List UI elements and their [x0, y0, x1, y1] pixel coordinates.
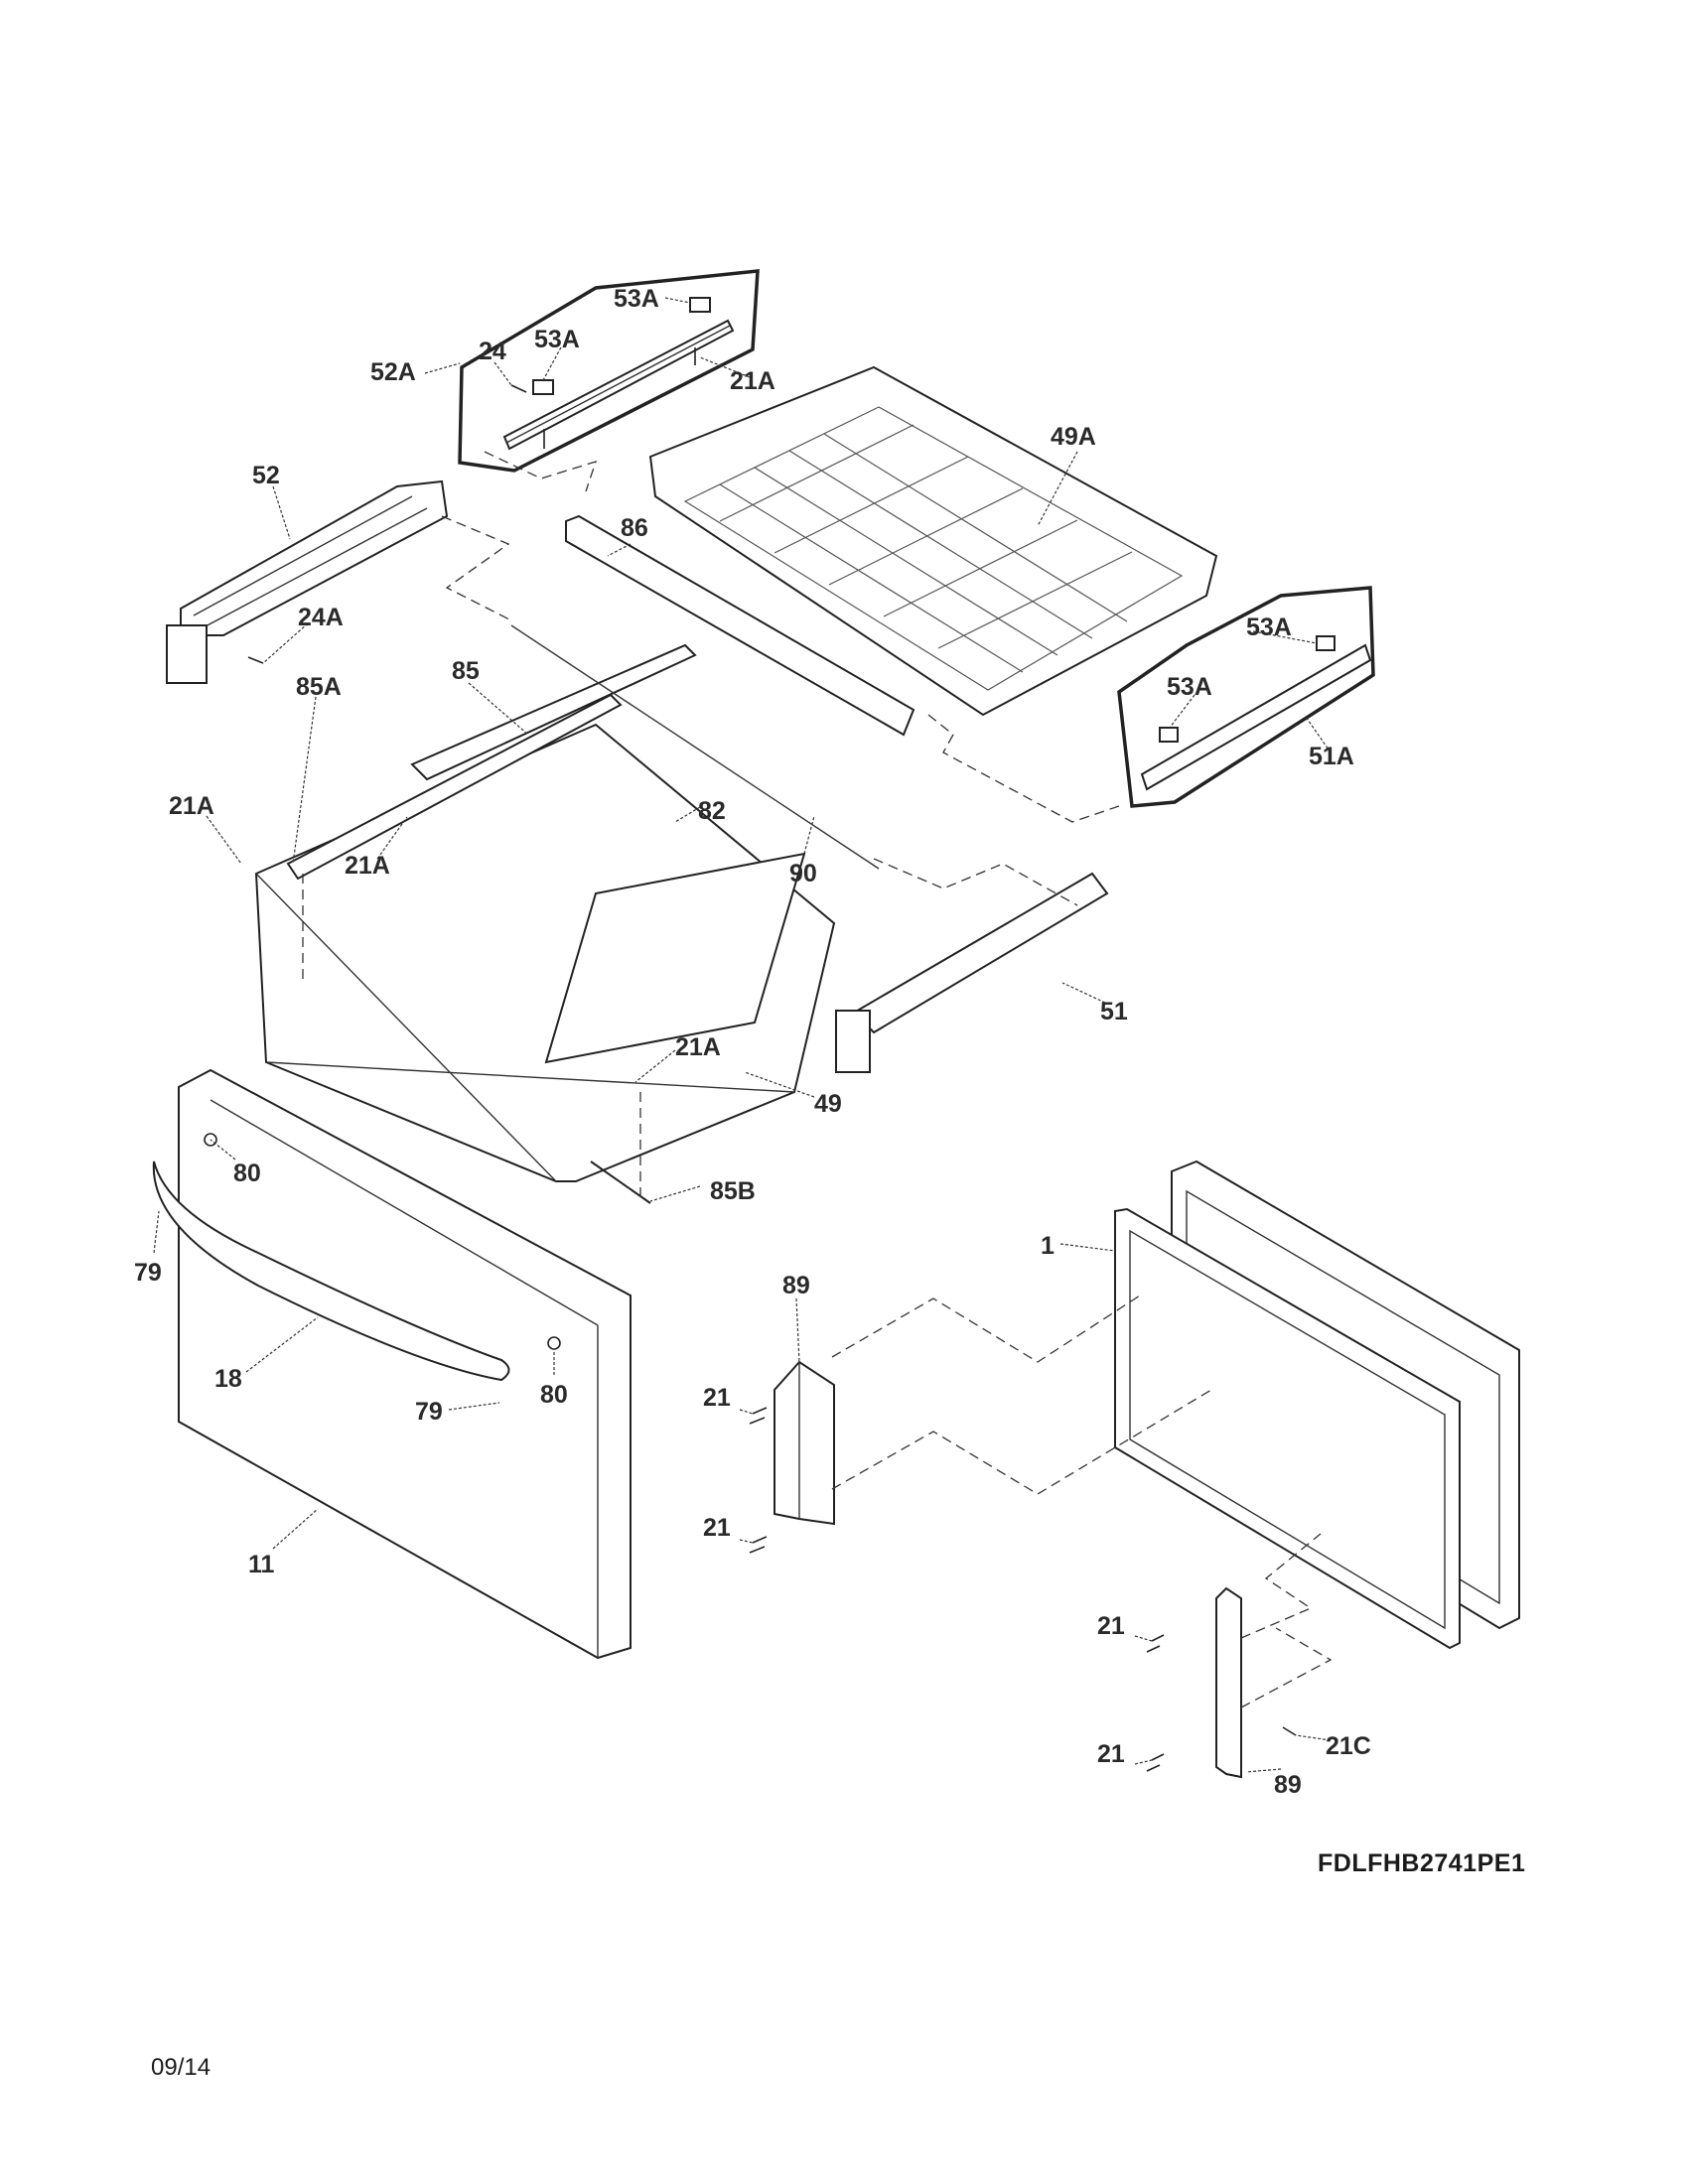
callout-52a: 52A	[370, 358, 416, 386]
callout-79: 79	[415, 1398, 443, 1426]
callout-24a: 24A	[298, 604, 344, 631]
part-bar-85[interactable]	[410, 643, 697, 781]
callout-1: 1	[1041, 1232, 1055, 1260]
screw-24a[interactable]	[247, 656, 264, 664]
callout-49: 49	[814, 1090, 842, 1118]
callout-53a: 53A	[614, 285, 659, 313]
part-rail-85b[interactable]	[590, 1160, 651, 1204]
callout-80: 80	[540, 1381, 568, 1409]
model-number: FDLFHB2741PE1	[1318, 1849, 1525, 1877]
part-rail-86[interactable]	[565, 514, 915, 737]
callout-labels: 53A 53A 24 52A 21A 52 49A 86 24A 53A 53A…	[134, 285, 1371, 1799]
part-gasket-1[interactable]	[1114, 1207, 1461, 1650]
part-group-52a-rail-kit	[458, 269, 760, 473]
callout-18: 18	[214, 1365, 242, 1393]
screw-21c[interactable]	[1282, 1726, 1297, 1736]
callout-box-51a	[1117, 586, 1375, 808]
callout-21: 21	[1097, 1612, 1125, 1640]
rail-51a[interactable]	[1140, 643, 1372, 791]
callout-52: 52	[252, 462, 280, 489]
callout-89: 89	[782, 1272, 810, 1299]
callout-21c: 21C	[1326, 1732, 1371, 1760]
callout-53a: 53A	[1246, 614, 1292, 641]
revision-date: 09/14	[151, 2054, 211, 2081]
callout-51: 51	[1100, 998, 1128, 1025]
callout-53a: 53A	[534, 326, 580, 353]
part-group-51a-rail-kit	[1117, 586, 1375, 808]
assembly-lines	[302, 451, 1333, 1708]
callout-51a: 51A	[1309, 743, 1354, 770]
callout-21a: 21A	[345, 852, 390, 880]
callout-21: 21	[1097, 1740, 1125, 1768]
callout-11: 11	[248, 1551, 275, 1578]
part-freezer-bin-49[interactable]	[254, 624, 880, 1204]
callout-53a: 53A	[1167, 673, 1212, 701]
part-rail-52[interactable]	[166, 479, 449, 684]
part-rod-90[interactable]	[510, 624, 880, 870]
callout-82: 82	[698, 797, 726, 825]
callout-21a: 21A	[169, 792, 214, 820]
leader-lines	[153, 297, 1332, 1773]
callout-21a: 21A	[675, 1033, 721, 1061]
callout-21: 21	[703, 1384, 731, 1412]
callout-79: 79	[134, 1259, 162, 1287]
stop-53a-top[interactable]	[689, 297, 711, 313]
stop-53a-left[interactable]	[532, 379, 554, 395]
callout-21: 21	[703, 1514, 731, 1542]
callout-80: 80	[233, 1160, 261, 1187]
callout-85: 85	[452, 657, 480, 685]
callout-21a: 21A	[730, 367, 775, 395]
part-wire-basket-49a[interactable]	[648, 365, 1218, 717]
part-bar-85a[interactable]	[286, 693, 623, 881]
part-handle-18[interactable]	[152, 1160, 510, 1382]
part-rail-51[interactable]	[835, 872, 1109, 1073]
part-bracket-89-right[interactable]	[1146, 1586, 1297, 1779]
callout-49a: 49A	[1051, 423, 1096, 451]
spacer-80-right[interactable]	[547, 1336, 561, 1350]
part-bracket-89-left[interactable]	[749, 1360, 835, 1554]
stop-53a-right-top[interactable]	[1316, 635, 1336, 651]
stop-53a-right-lower[interactable]	[1159, 727, 1179, 743]
callout-85b: 85B	[710, 1177, 756, 1205]
part-divider-82[interactable]	[544, 852, 806, 1064]
callout-box-52a	[458, 269, 760, 473]
screw-24[interactable]	[510, 384, 527, 393]
callout-89: 89	[1274, 1771, 1302, 1799]
callout-86: 86	[621, 514, 648, 542]
part-drawer-front-11[interactable]	[152, 1068, 632, 1660]
callout-24: 24	[479, 338, 506, 365]
callout-90: 90	[789, 860, 817, 887]
callout-85a: 85A	[296, 673, 342, 701]
